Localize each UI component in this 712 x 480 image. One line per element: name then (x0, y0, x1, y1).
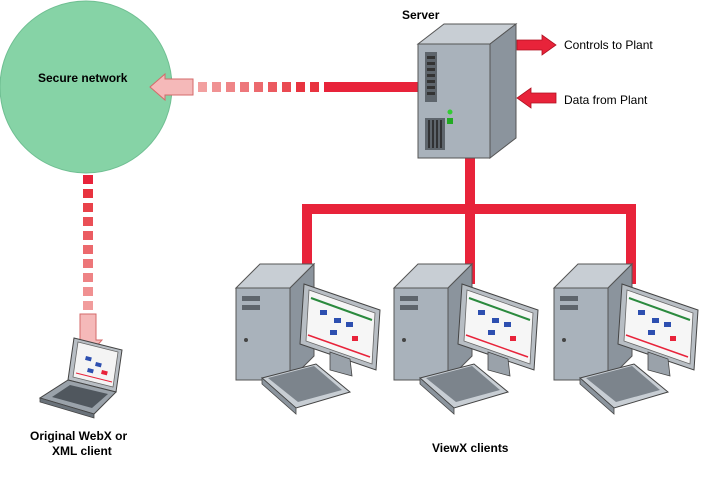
keyboard-icon (260, 363, 352, 415)
secure-network-circle (0, 0, 173, 174)
dashed-link-server-network (149, 72, 420, 102)
data-arrow (516, 87, 557, 109)
laptop-icon (38, 337, 123, 419)
webx-client-label-line2: XML client (52, 444, 112, 458)
workstation-1 (234, 262, 381, 415)
workstation-2 (392, 262, 539, 415)
pc-tower-icon (552, 262, 634, 382)
controls-arrow (516, 34, 557, 56)
secure-network-label: Secure network (38, 71, 128, 85)
server-label: Server (402, 8, 440, 22)
workstation-3 (552, 262, 699, 415)
arrow-to-network (149, 72, 194, 102)
dashed-link-network-laptop (72, 175, 104, 357)
server-icon (416, 22, 518, 160)
webx-client-label-line1: Original WebX or (30, 429, 128, 443)
keyboard-icon (578, 363, 670, 415)
viewx-clients-label: ViewX clients (432, 441, 509, 455)
monitor-icon (617, 283, 699, 377)
controls-to-plant-label: Controls to Plant (564, 38, 653, 52)
keyboard-icon (418, 363, 510, 415)
data-from-plant-label: Data from Plant (564, 93, 648, 107)
client-network-lines (302, 150, 636, 284)
monitor-icon (457, 283, 539, 377)
monitor-icon (299, 283, 381, 377)
pc-tower-icon (234, 262, 316, 382)
